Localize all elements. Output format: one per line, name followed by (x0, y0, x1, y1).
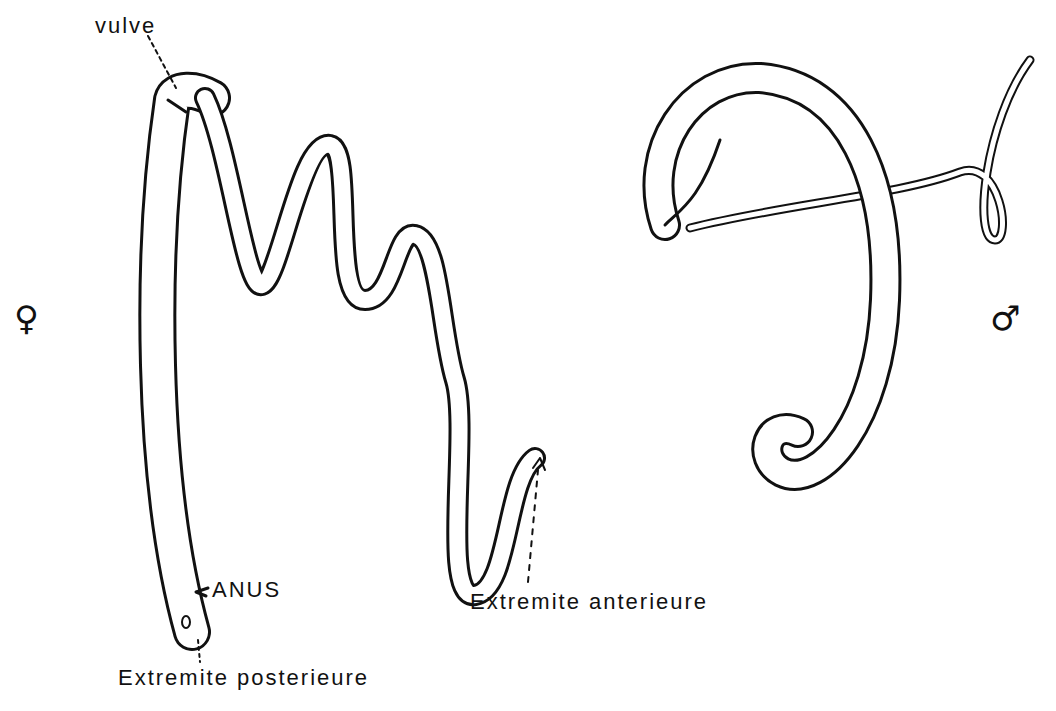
female-body-outline (157, 91, 212, 632)
male-body-fill (658, 78, 885, 475)
sex-symbol: ♀ (14, 300, 39, 337)
part-label: ANUS (212, 578, 281, 602)
sex-symbol: ♂ (990, 300, 1020, 337)
part-label: vulve (95, 14, 156, 38)
anus-opening (182, 616, 190, 628)
female-body-fill (157, 91, 212, 632)
leader-line (528, 470, 538, 582)
female-neck-fill (205, 98, 535, 595)
male-curl-line (665, 140, 720, 225)
leader-arrowhead (196, 588, 208, 596)
male-body-outline (658, 78, 885, 475)
vulva-mark (168, 100, 186, 112)
leader-arrowhead (533, 458, 545, 470)
part-label: Extremite anterieure (470, 590, 708, 614)
leader-line (198, 640, 200, 662)
leader-line (148, 36, 176, 88)
part-label: Extremite posterieure (118, 666, 369, 690)
female-neck-outline (205, 98, 535, 595)
